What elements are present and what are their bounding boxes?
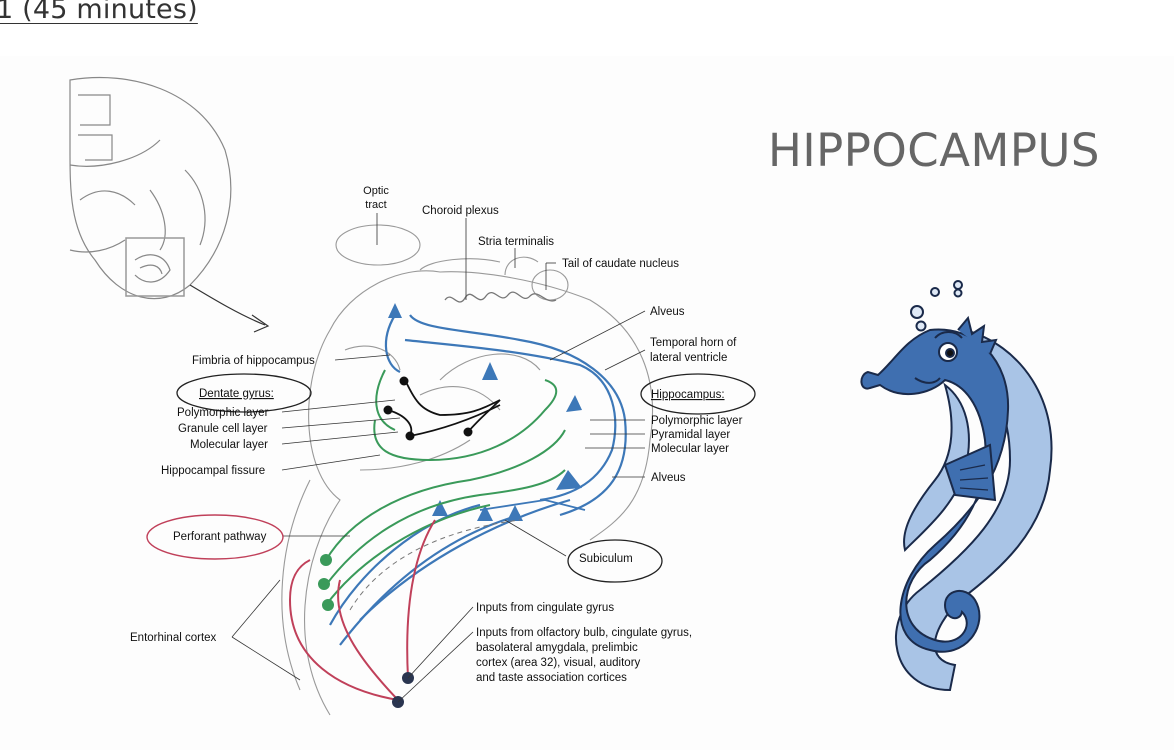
label-temporal-horn-1: Temporal horn of: [650, 337, 737, 349]
label-inputs-olfactory-3: cortex (area 32), visual, auditory: [476, 657, 641, 669]
label-stria-terminalis: Stria terminalis: [478, 236, 554, 248]
leader-lines: [231, 213, 646, 703]
label-hippocampus: Hippocampus:: [651, 389, 725, 401]
subiculum-ellipse: [567, 539, 663, 583]
lecture-link[interactable]: 1 (45 minutes): [0, 0, 198, 25]
label-dg-polymorphic: Polymorphic layer: [177, 407, 269, 419]
label-choroid-plexus: Choroid plexus: [422, 205, 499, 217]
dashed-boundary: [349, 519, 521, 611]
blue-pathway: [329, 314, 627, 646]
label-hc-polymorphic: Polymorphic layer: [651, 415, 743, 427]
green-entorhinal-cells: [318, 554, 334, 611]
hippocampus-outline: [281, 224, 653, 716]
label-optic-tract-1: Optic: [363, 185, 389, 197]
label-dg-molecular: Molecular layer: [190, 439, 268, 451]
label-temporal-horn-2: lateral ventricle: [650, 352, 727, 364]
label-alveus-bottom: Alveus: [651, 472, 686, 484]
label-optic-tract-2: tract: [365, 199, 386, 211]
blue-pyramidal-cells: [388, 303, 582, 521]
label-hc-pyramidal: Pyramidal layer: [651, 429, 730, 441]
label-inputs-olfactory-4: and taste association cortices: [476, 672, 627, 684]
label-hc-molecular: Molecular layer: [651, 443, 729, 455]
hippocampus-ellipse: [640, 373, 756, 415]
label-inputs-olfactory-1: Inputs from olfactory bulb, cingulate gy…: [476, 627, 692, 639]
black-granule-cells: [383, 376, 501, 441]
red-pathway: [288, 519, 436, 701]
choroid-plexus-squiggle: [444, 291, 557, 303]
label-subiculum: Subiculum: [579, 553, 633, 565]
label-dentate-gyrus: Dentate gyrus:: [199, 388, 274, 400]
seahorse-illustration: [860, 280, 1053, 692]
label-entorhinal: Entorhinal cortex: [130, 632, 217, 644]
brain-section-illustration: [69, 77, 270, 333]
dentate-gyrus-ellipse: [176, 373, 312, 413]
label-dg-granule: Granule cell layer: [178, 423, 268, 435]
label-alveus-top: Alveus: [650, 306, 685, 318]
green-pathway: [325, 369, 566, 606]
label-inputs-olfactory-2: basolateral amygdala, prelimbic: [476, 642, 638, 654]
label-inputs-cingulate: Inputs from cingulate gyrus: [476, 602, 614, 614]
label-tail-caudate: Tail of caudate nucleus: [562, 258, 679, 270]
label-hippocampal-fissure: Hippocampal fissure: [161, 465, 265, 477]
label-perforant-pathway: Perforant pathway: [173, 531, 267, 543]
perforant-pathway-ellipse: [146, 514, 284, 560]
label-fimbria: Fimbria of hippocampus: [192, 355, 315, 367]
slide-title: HIPPOCAMPUS: [768, 124, 1100, 177]
